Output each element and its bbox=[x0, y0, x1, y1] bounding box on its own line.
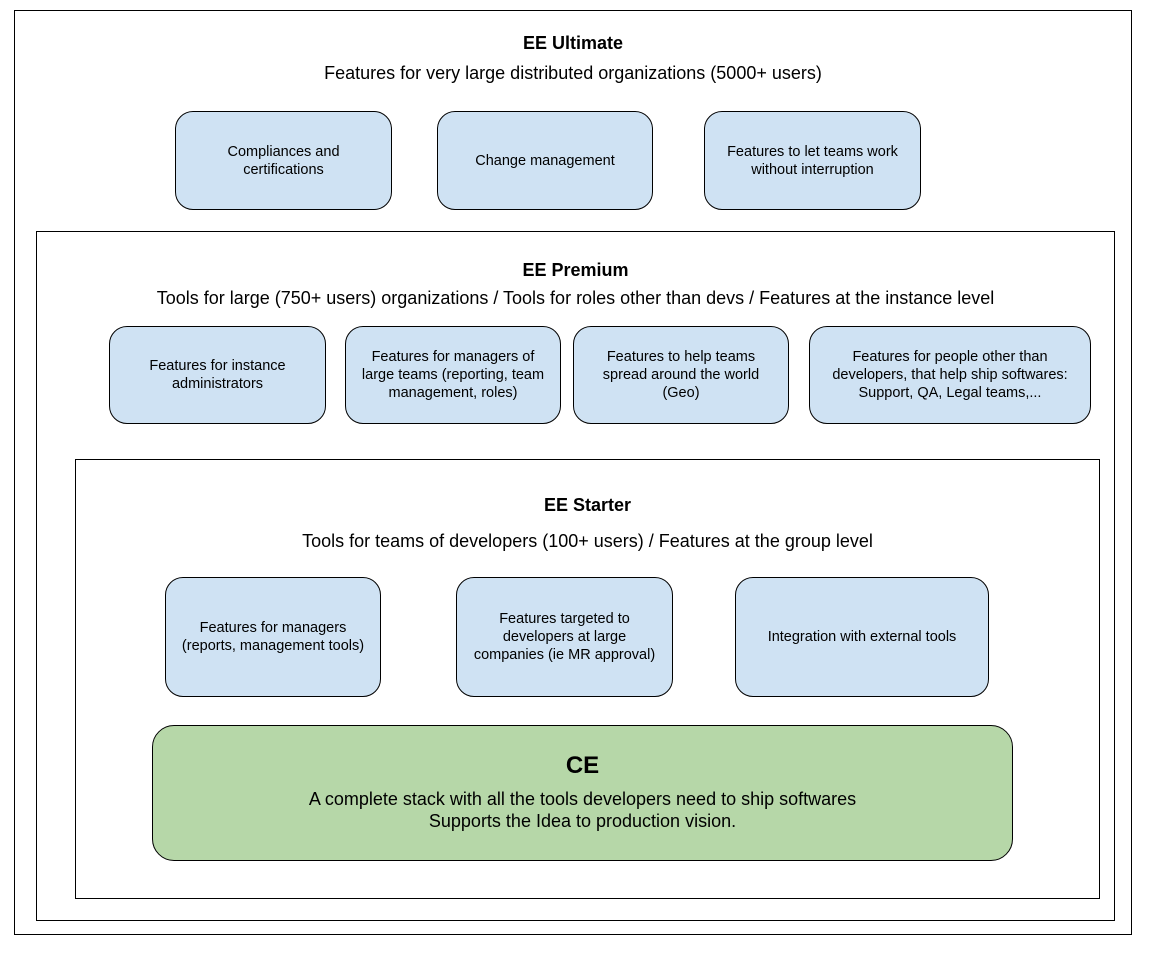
starter-card-managers: Features for managers (reports, manageme… bbox=[165, 577, 381, 697]
starter-subtitle: Tools for teams of developers (100+ user… bbox=[302, 531, 873, 551]
premium-card-instance-admins: Features for instance administrators bbox=[109, 326, 326, 424]
premium-title: EE Premium bbox=[522, 260, 629, 280]
premium-card-geo: Features to help teams spread around the… bbox=[573, 326, 789, 424]
premium-subtitle: Tools for large (750+ users) organizatio… bbox=[156, 288, 995, 308]
ultimate-card-teams-without-interruption: Features to let teams work without inter… bbox=[704, 111, 921, 210]
premium-card-managers-large-teams: Features for managers of large teams (re… bbox=[345, 326, 561, 424]
starter-card-integrations: Integration with external tools bbox=[735, 577, 989, 697]
premium-card-non-developers: Features for people other than developer… bbox=[809, 326, 1091, 424]
ce-description: A complete stack with all the tools deve… bbox=[308, 789, 857, 831]
starter-card-large-companies: Features targeted to developers at large… bbox=[456, 577, 673, 697]
starter-title: EE Starter bbox=[543, 495, 632, 515]
ultimate-subtitle: Features for very large distributed orga… bbox=[324, 63, 822, 83]
ultimate-card-compliances: Compliances and certifications bbox=[175, 111, 392, 210]
ultimate-card-change-management: Change management bbox=[437, 111, 653, 210]
ce-title: CE bbox=[565, 752, 600, 779]
ce-tier-box: CE A complete stack with all the tools d… bbox=[152, 725, 1013, 861]
ultimate-title: EE Ultimate bbox=[522, 33, 624, 53]
